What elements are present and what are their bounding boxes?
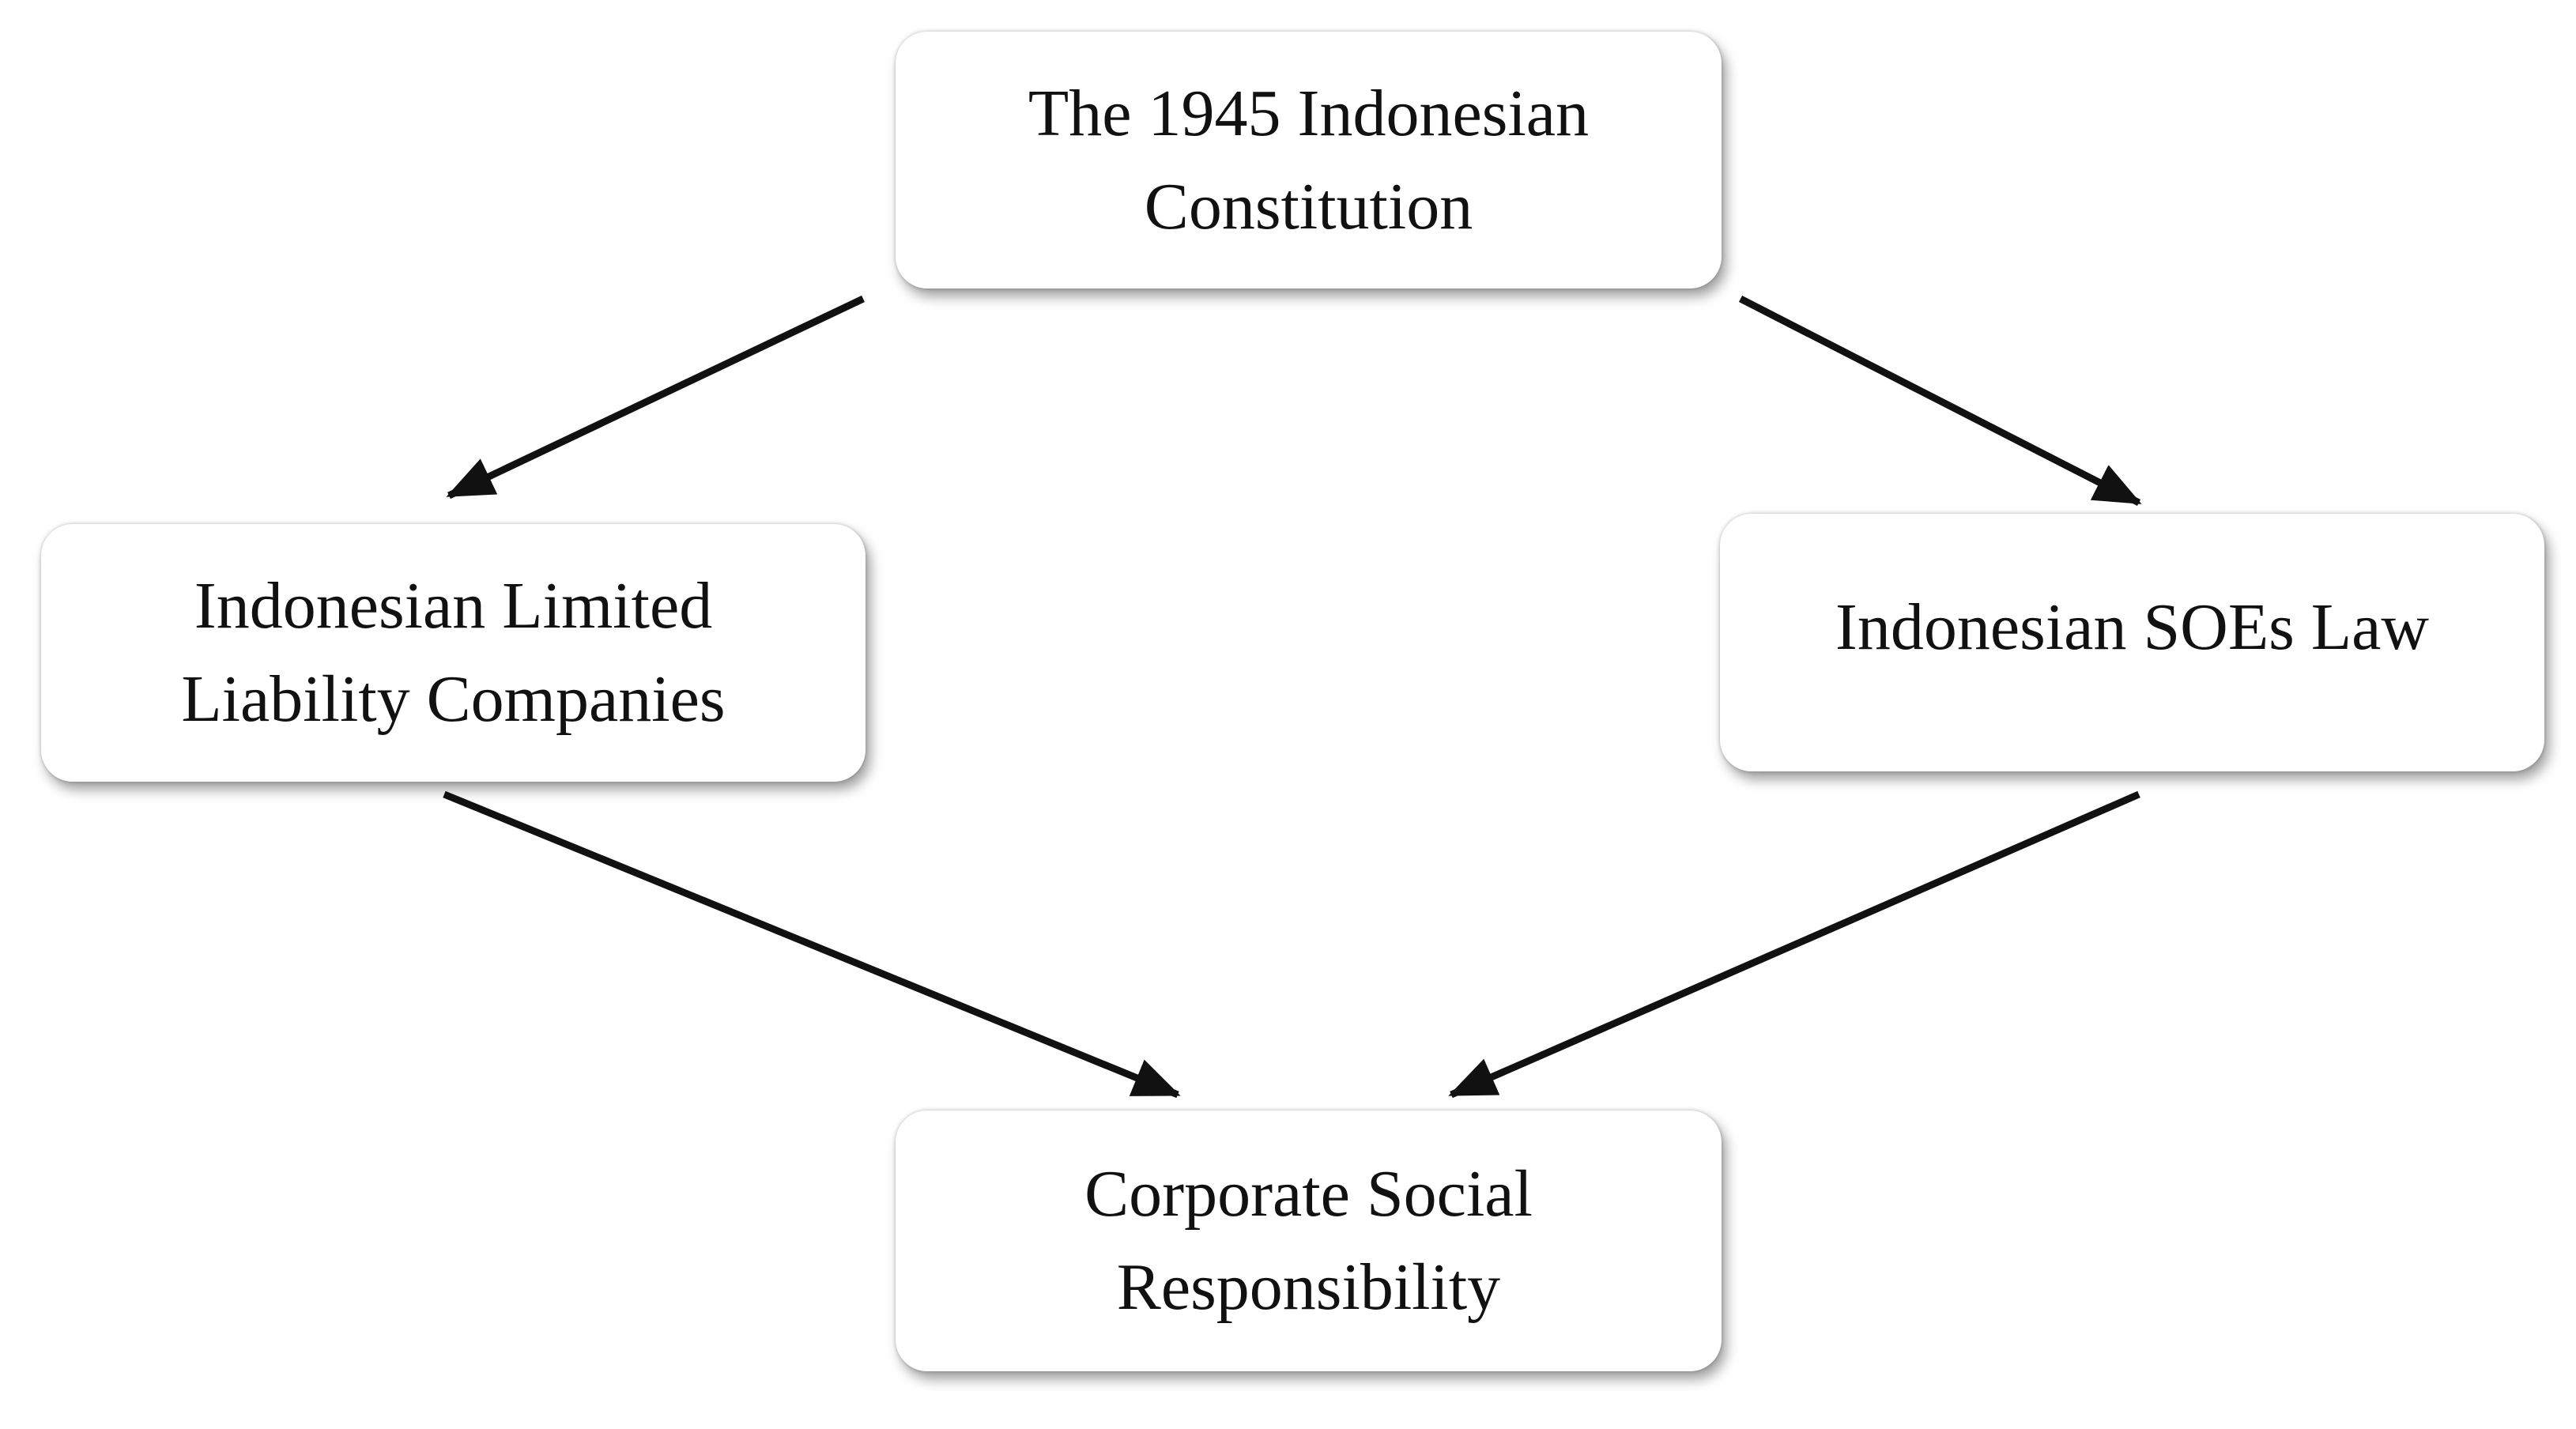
node-limited-liability-companies: Indonesian Limited Liability Companies	[41, 524, 866, 782]
arrow-constitution-to-llc	[446, 295, 865, 500]
node-corporate-social-responsibility: Corporate Social Responsibility	[896, 1110, 1722, 1371]
arrow-constitution-to-soe	[1738, 295, 2142, 507]
node-csr-label: Corporate Social Responsibility	[1084, 1157, 1533, 1324]
arrow-llc-to-csr	[443, 790, 1181, 1099]
node-soe-label: Indonesian SOEs Law	[1835, 590, 2430, 665]
node-llc-label: Indonesian Limited Liability Companies	[181, 569, 726, 736]
node-constitution-label: The 1945 Indonesian Constitution	[1028, 76, 1590, 243]
node-soes-law: Indonesian SOEs Law	[1720, 514, 2544, 771]
arrow-soe-to-csr	[1448, 790, 2140, 1099]
node-constitution: The 1945 Indonesian Constitution	[896, 32, 1722, 288]
